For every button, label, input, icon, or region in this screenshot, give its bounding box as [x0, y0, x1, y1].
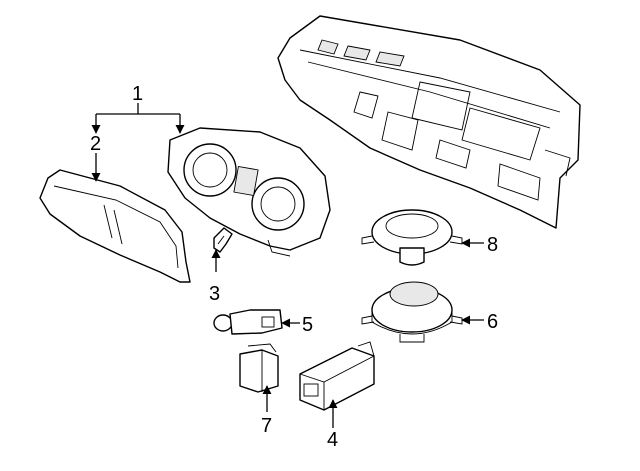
callout-5: 5 [302, 314, 313, 336]
callout-3: 3 [209, 283, 220, 305]
callout-1: 1 [132, 83, 143, 105]
cluster-lens [39, 169, 191, 283]
callout-8: 8 [487, 234, 498, 256]
callout-4: 4 [327, 429, 338, 451]
switch [213, 309, 283, 335]
module [299, 341, 375, 411]
instrument-cluster [167, 127, 331, 257]
clock [361, 281, 463, 343]
callout-2: 2 [90, 133, 101, 155]
bulb [213, 227, 233, 253]
clock-ring [361, 209, 463, 266]
small-switch [239, 343, 279, 393]
instrument-panel [277, 15, 581, 229]
callout-6: 6 [487, 311, 498, 333]
callout-7: 7 [261, 415, 272, 437]
